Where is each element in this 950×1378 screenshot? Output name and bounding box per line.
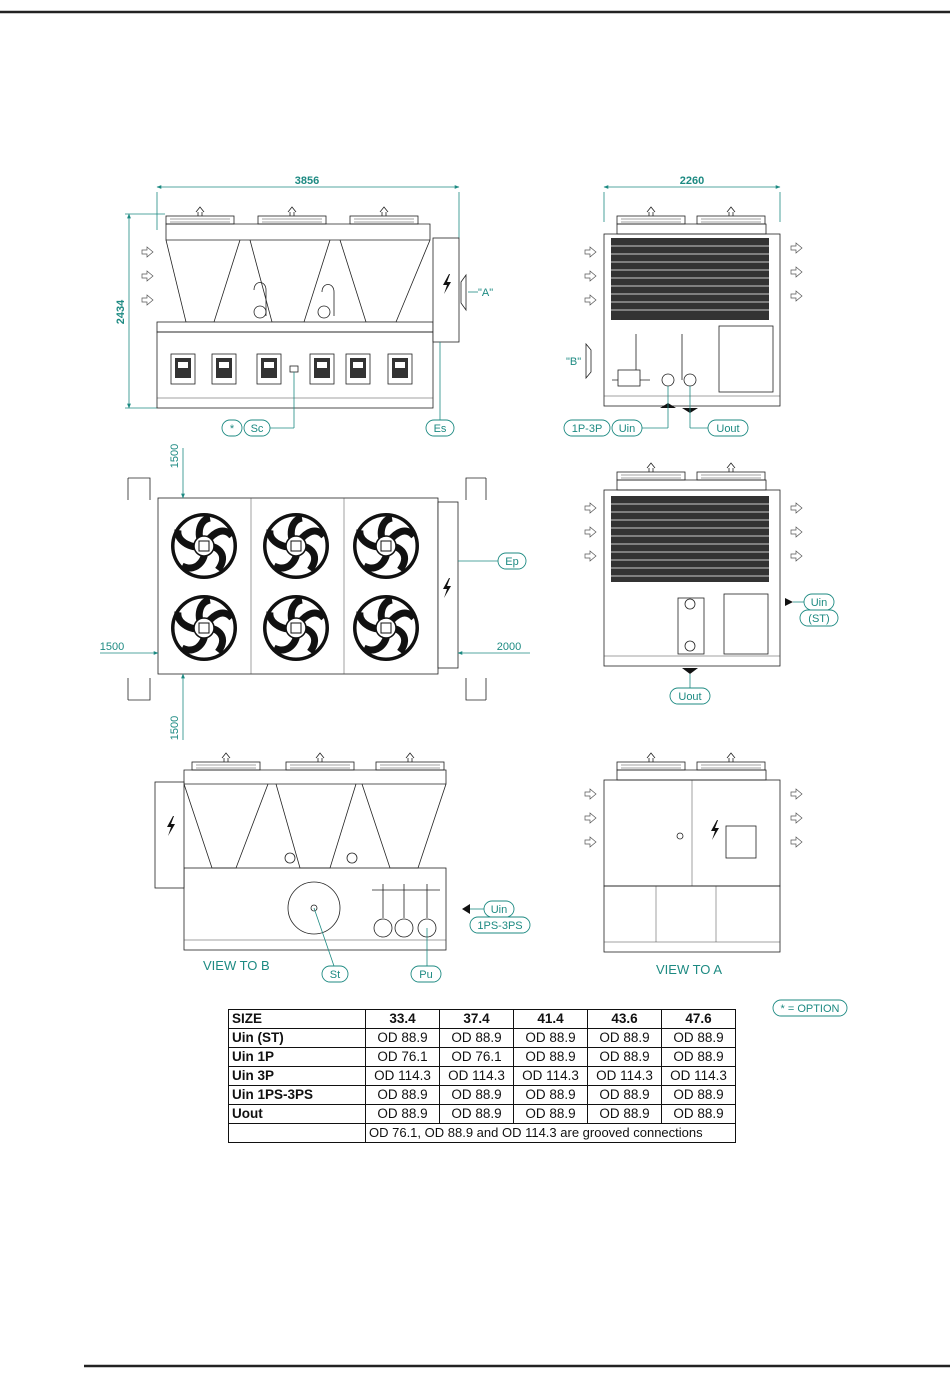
pu-label: Pu bbox=[419, 969, 432, 981]
column-header: 41.4 bbox=[513, 1009, 588, 1029]
row-label: Uin 1P bbox=[228, 1047, 366, 1067]
1ps3ps-bubble bbox=[469, 916, 531, 934]
table-cell: OD 88.9 bbox=[439, 1104, 514, 1124]
empty-cell bbox=[228, 1123, 366, 1143]
view-to-a-caption: VIEW TO A bbox=[656, 962, 722, 977]
option-star-label: * bbox=[230, 423, 235, 435]
table-cell: OD 88.9 bbox=[661, 1104, 736, 1124]
table-cell: OD 88.9 bbox=[439, 1028, 514, 1048]
table-cell: OD 88.9 bbox=[365, 1104, 440, 1124]
1p3p-bubble bbox=[563, 419, 611, 437]
uout-2-label: Uout bbox=[678, 691, 701, 703]
dim-clearance-right: 2000 bbox=[497, 641, 521, 653]
table-cell: OD 76.1 bbox=[439, 1047, 514, 1067]
sc-bubble bbox=[243, 419, 271, 437]
uout-bubble bbox=[707, 419, 749, 437]
st-option-bubble bbox=[799, 609, 839, 627]
table-cell: OD 88.9 bbox=[587, 1085, 662, 1105]
ep-label: Ep bbox=[505, 556, 518, 568]
uout-2-bubble bbox=[669, 687, 711, 705]
table-cell: OD 88.9 bbox=[587, 1104, 662, 1124]
dim-length: 3856 bbox=[295, 175, 319, 187]
1p3p-label: 1P-3P bbox=[572, 423, 603, 435]
table-cell: OD 114.3 bbox=[661, 1066, 736, 1086]
view-to-b: Uin 1PS-3PS St Pu VIEW TO B bbox=[154, 752, 531, 983]
table-cell: OD 88.9 bbox=[661, 1047, 736, 1067]
row-label: Uin 1PS-3PS bbox=[228, 1085, 366, 1105]
option-star-bubble bbox=[221, 419, 243, 437]
uin-st-label-2: (ST) bbox=[808, 613, 829, 625]
plan-view: 1500 1500 2000 1500 Ep bbox=[100, 444, 530, 740]
table-cell: OD 88.9 bbox=[513, 1104, 588, 1124]
connection-size-table: SIZE 33.4 37.4 41.4 43.6 47.6 Uin (ST) O… bbox=[228, 1009, 736, 1143]
view-b-tag: "B" bbox=[566, 356, 581, 368]
table-note-row: OD 76.1, OD 88.9 and OD 114.3 are groove… bbox=[228, 1123, 736, 1143]
uout-label: Uout bbox=[716, 423, 739, 435]
table-cell: OD 114.3 bbox=[513, 1066, 588, 1086]
1ps3ps-label: 1PS-3PS bbox=[477, 920, 522, 932]
table-cell: OD 88.9 bbox=[513, 1028, 588, 1048]
es-bubble bbox=[425, 419, 455, 437]
side-elevation-view: 2260 "B" 1P-3P Uin bbox=[563, 175, 803, 437]
table-cell: OD 88.9 bbox=[439, 1085, 514, 1105]
column-header: 47.6 bbox=[661, 1009, 736, 1029]
uin-bubble bbox=[611, 419, 643, 437]
table-header-label: SIZE bbox=[228, 1009, 366, 1029]
table-note: OD 76.1, OD 88.9 and OD 114.3 are groove… bbox=[365, 1123, 736, 1143]
column-header: 37.4 bbox=[439, 1009, 514, 1029]
front-elevation-view: 3856 2434 "A" * Sc bbox=[115, 175, 493, 437]
table-row: Uin 1P OD 76.1 OD 76.1 OD 88.9 OD 88.9 O… bbox=[228, 1047, 736, 1067]
ep-bubble bbox=[497, 552, 527, 570]
column-header: 43.6 bbox=[587, 1009, 662, 1029]
table-cell: OD 88.9 bbox=[513, 1085, 588, 1105]
table-cell: OD 88.9 bbox=[587, 1028, 662, 1048]
table-cell: OD 88.9 bbox=[365, 1028, 440, 1048]
table-row: Uout OD 88.9 OD 88.9 OD 88.9 OD 88.9 OD … bbox=[228, 1104, 736, 1124]
table-cell: OD 88.9 bbox=[661, 1085, 736, 1105]
table-cell: OD 114.3 bbox=[439, 1066, 514, 1086]
table-cell: OD 76.1 bbox=[365, 1047, 440, 1067]
table-cell: OD 88.9 bbox=[365, 1085, 440, 1105]
column-header: 33.4 bbox=[365, 1009, 440, 1029]
pu-bubble bbox=[410, 965, 442, 983]
table-cell: OD 114.3 bbox=[365, 1066, 440, 1086]
row-label: Uin 3P bbox=[228, 1066, 366, 1086]
row-label: Uout bbox=[228, 1104, 366, 1124]
option-legend-bubble bbox=[772, 999, 848, 1017]
table-cell: OD 114.3 bbox=[587, 1066, 662, 1086]
table-cell: OD 88.9 bbox=[513, 1047, 588, 1067]
table-cell: OD 88.9 bbox=[661, 1028, 736, 1048]
uin-label: Uin bbox=[619, 423, 636, 435]
dim-height: 2434 bbox=[115, 299, 127, 324]
view-a-tag: "A" bbox=[478, 287, 493, 299]
uin-3-label: Uin bbox=[491, 904, 508, 916]
view-to-b-caption: VIEW TO B bbox=[203, 958, 270, 973]
row-label: Uin (ST) bbox=[228, 1028, 366, 1048]
option-legend: * = OPTION bbox=[781, 1003, 840, 1015]
dim-clearance-bottom: 1500 bbox=[169, 716, 181, 740]
dim-clearance-top: 1500 bbox=[169, 444, 181, 468]
table-row: Uin 1PS-3PS OD 88.9 OD 88.9 OD 88.9 OD 8… bbox=[228, 1085, 736, 1105]
view-to-a: VIEW TO A bbox=[584, 752, 803, 977]
table-row: Uin (ST) OD 88.9 OD 88.9 OD 88.9 OD 88.9… bbox=[228, 1028, 736, 1048]
st-label: St bbox=[330, 969, 340, 981]
es-label: Es bbox=[434, 423, 447, 435]
dim-clearance-left: 1500 bbox=[100, 641, 124, 653]
uin-st-label-1: Uin bbox=[811, 597, 828, 609]
st-bubble bbox=[321, 965, 349, 983]
table-row: Uin 3P OD 114.3 OD 114.3 OD 114.3 OD 114… bbox=[228, 1066, 736, 1086]
dim-width: 2260 bbox=[680, 175, 704, 187]
table-cell: OD 88.9 bbox=[587, 1047, 662, 1067]
sc-label: Sc bbox=[251, 423, 264, 435]
table-header-row: SIZE 33.4 37.4 41.4 43.6 47.6 bbox=[228, 1009, 736, 1029]
rear-side-view: Uin (ST) Uout bbox=[584, 462, 839, 705]
